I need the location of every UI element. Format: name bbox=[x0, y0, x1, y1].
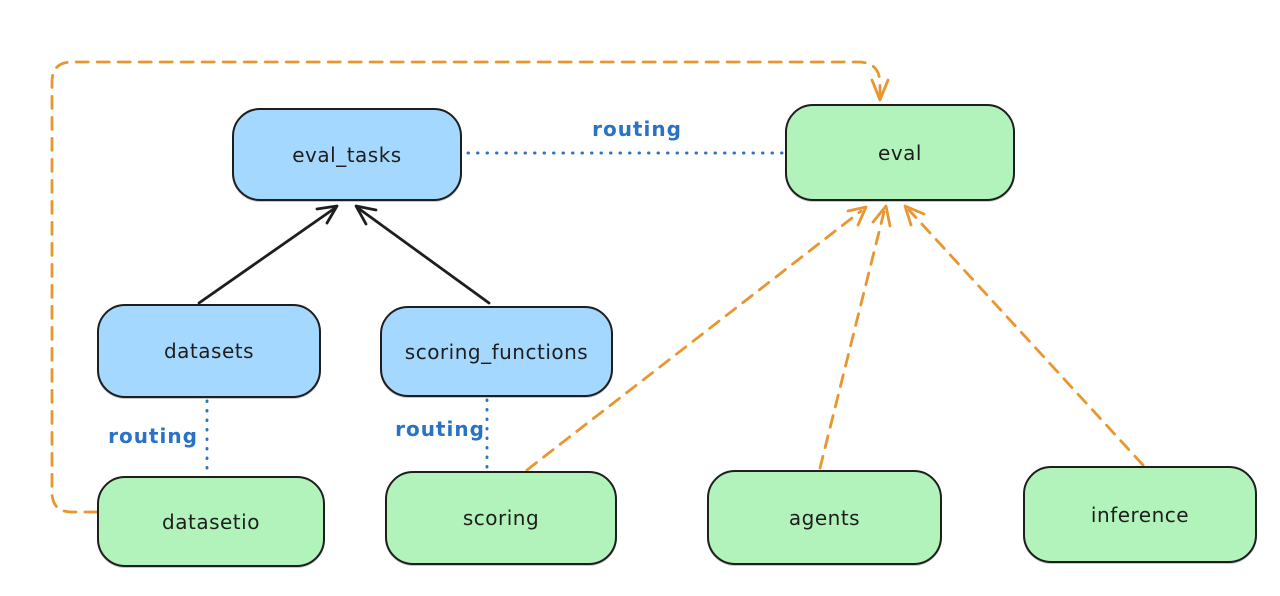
node-label: eval bbox=[878, 140, 922, 165]
arrowhead-icon bbox=[903, 204, 926, 227]
edge-label-routing-mid: routing bbox=[395, 417, 485, 441]
node-scoring: scoring bbox=[385, 471, 617, 565]
node-eval: eval bbox=[785, 104, 1015, 201]
node-scoring-functions: scoring_functions bbox=[380, 306, 613, 397]
arrow-agents-to-eval bbox=[818, 204, 892, 470]
arrow-datasetio-around-to-eval bbox=[50, 60, 890, 514]
node-label: datasets bbox=[163, 339, 255, 363]
arrow-datasets-to-evaltasks bbox=[197, 204, 339, 305]
node-label: scoring_functions bbox=[404, 339, 589, 364]
node-label: agents bbox=[788, 505, 861, 530]
node-label: scoring bbox=[462, 506, 540, 530]
arrow-scoring-to-eval bbox=[525, 205, 868, 472]
edge-label-routing-top: routing bbox=[592, 117, 682, 141]
node-label: inference bbox=[1090, 502, 1190, 527]
node-datasetio: datasetio bbox=[97, 476, 325, 567]
arrow-inference-to-eval bbox=[903, 204, 1145, 467]
arrowhead-icon bbox=[315, 204, 339, 225]
node-label: eval_tasks bbox=[292, 142, 402, 167]
node-agents: agents bbox=[707, 470, 942, 565]
arrow-scoringfns-to-evaltasks bbox=[354, 204, 491, 305]
arrowhead-icon bbox=[870, 78, 890, 102]
arrowhead-icon bbox=[871, 204, 892, 228]
node-inference: inference bbox=[1023, 466, 1257, 563]
arrowhead-icon bbox=[354, 204, 378, 226]
edge-label-routing-left: routing bbox=[108, 424, 198, 448]
arrowhead-icon bbox=[846, 205, 868, 227]
node-label: datasetio bbox=[162, 509, 260, 534]
node-eval-tasks: eval_tasks bbox=[232, 108, 462, 201]
node-datasets: datasets bbox=[97, 304, 321, 398]
